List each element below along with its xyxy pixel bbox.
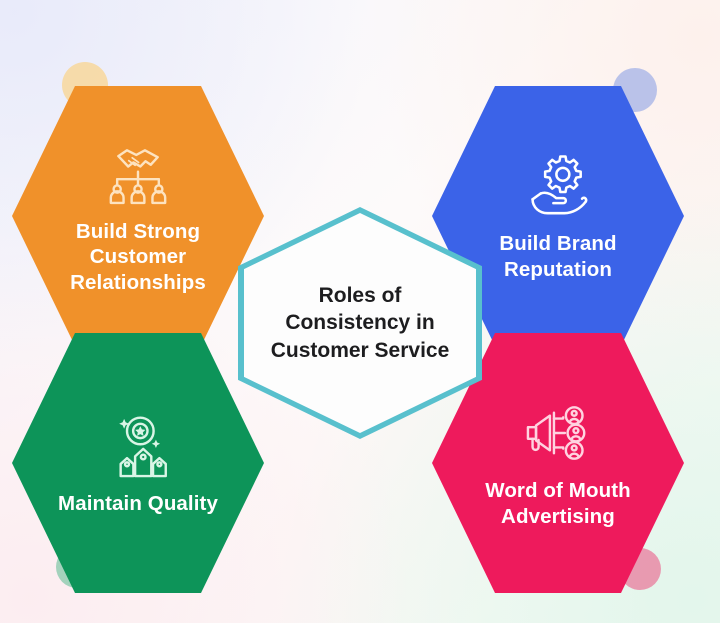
quality-badge-tags-icon (101, 409, 175, 483)
node-maintain-quality[interactable]: Maintain Quality (12, 333, 264, 593)
node-label: Build Strong Customer Relationships (70, 219, 206, 294)
center-hexagon-inner: Roles of Consistency in Customer Service (244, 213, 476, 433)
gear-in-hand-icon (521, 149, 595, 223)
node-word-of-mouth-advertising[interactable]: Word of Mouth Advertising (432, 333, 684, 593)
node-label: Build Brand Reputation (499, 232, 617, 281)
megaphone-people-icon (521, 396, 595, 470)
node-label: Word of Mouth Advertising (485, 479, 631, 528)
handshake-org-chart-icon (101, 137, 175, 211)
node-label: Maintain Quality (58, 492, 218, 516)
page-title: Roles of Consistency in Customer Service (270, 284, 450, 362)
node-build-strong-customer-relationships[interactable]: Build Strong Customer Relationships (12, 86, 264, 346)
